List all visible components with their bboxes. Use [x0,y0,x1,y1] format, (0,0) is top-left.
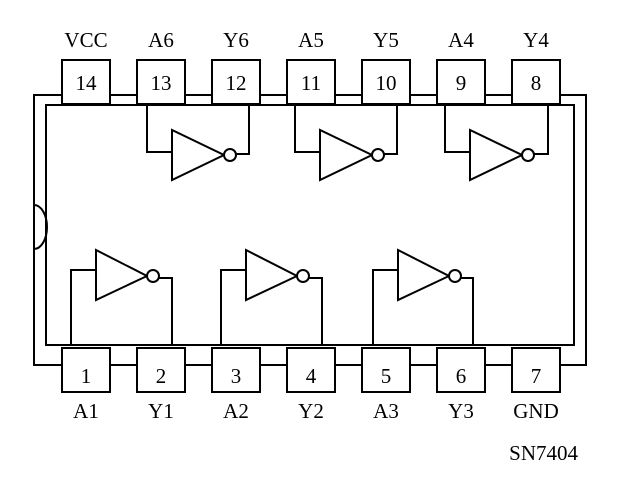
pin-number: 12 [226,71,247,95]
pin-number: 5 [381,364,392,388]
pin-name: VCC [64,28,107,52]
pin-1: 1A1 [61,347,111,423]
pin-11: 11 A5 [286,28,336,105]
pin-3: 3A2 [211,347,261,423]
pin-13: 13 A6 [136,28,186,105]
pin-box-14 [61,59,111,105]
pin-name: A1 [73,399,99,423]
pin-name: Y5 [373,28,399,52]
pin-6: 6Y3 [436,347,486,423]
pin-5: 5A3 [361,347,411,423]
pin-box-8 [511,59,561,105]
pin-box-13 [136,59,186,105]
inverter-gate-4 [469,128,535,182]
pin-name: Y3 [448,399,474,423]
pin-name: A6 [148,28,174,52]
pin-number: 4 [306,364,317,388]
pin-9: 9 A4 [436,28,486,105]
pin-box-11 [286,59,336,105]
orientation-notch [33,204,48,250]
pin-name: Y1 [148,399,174,423]
pin-number: 9 [456,71,467,95]
pin-number: 7 [531,364,542,388]
pin-number: 13 [151,71,172,95]
pin-name: A5 [298,28,324,52]
pin-box-12 [211,59,261,105]
pin-name: A2 [223,399,249,423]
inverter-gates [95,128,535,302]
pin-name: Y2 [298,399,324,423]
pin-box-1 [61,347,111,393]
inverter-gate-2 [245,248,310,302]
pin-10: 10 Y5 [361,28,411,105]
pin-name: Y4 [523,28,549,52]
top-pin-row: 14 VCC 13 A6 12 Y6 11 A5 10 Y5 9 A4 8 Y4 [61,28,561,105]
inverter-gate-5 [319,128,385,182]
inverter-gate-3 [397,248,462,302]
pin-number: 8 [531,71,542,95]
pin-box-7 [511,347,561,393]
inverter-gate-6 [171,128,237,182]
chip-package [33,94,587,366]
pin-14: 14 VCC [61,28,111,105]
package-outer-outline [33,94,587,366]
pin-number: 2 [156,364,167,388]
pin-2: 2Y1 [136,347,186,423]
pin-number: 14 [76,71,98,95]
pin-number: 3 [231,364,242,388]
pin-name: A3 [373,399,399,423]
pin-number: 1 [81,364,92,388]
pin-8: 8 Y4 [511,28,561,105]
pin-box-2 [136,347,186,393]
pin-4: 4Y2 [286,347,336,423]
pin-12: 12 Y6 [211,28,261,105]
pin-number: 10 [376,71,397,95]
pin-box-5 [361,347,411,393]
pin-name: Y6 [223,28,249,52]
pin-box-10 [361,59,411,105]
pin-box-9 [436,59,486,105]
inverter-gate-1 [95,248,160,302]
pin-box-6 [436,347,486,393]
pin-box-3 [211,347,261,393]
internal-wiring [70,106,549,345]
pin-number: 6 [456,364,467,388]
pin-box-4 [286,347,336,393]
part-number-label: SN7404 [509,441,578,465]
pin-number: 11 [301,71,321,95]
pin-name: GND [513,399,559,423]
pin-name: A4 [448,28,474,52]
